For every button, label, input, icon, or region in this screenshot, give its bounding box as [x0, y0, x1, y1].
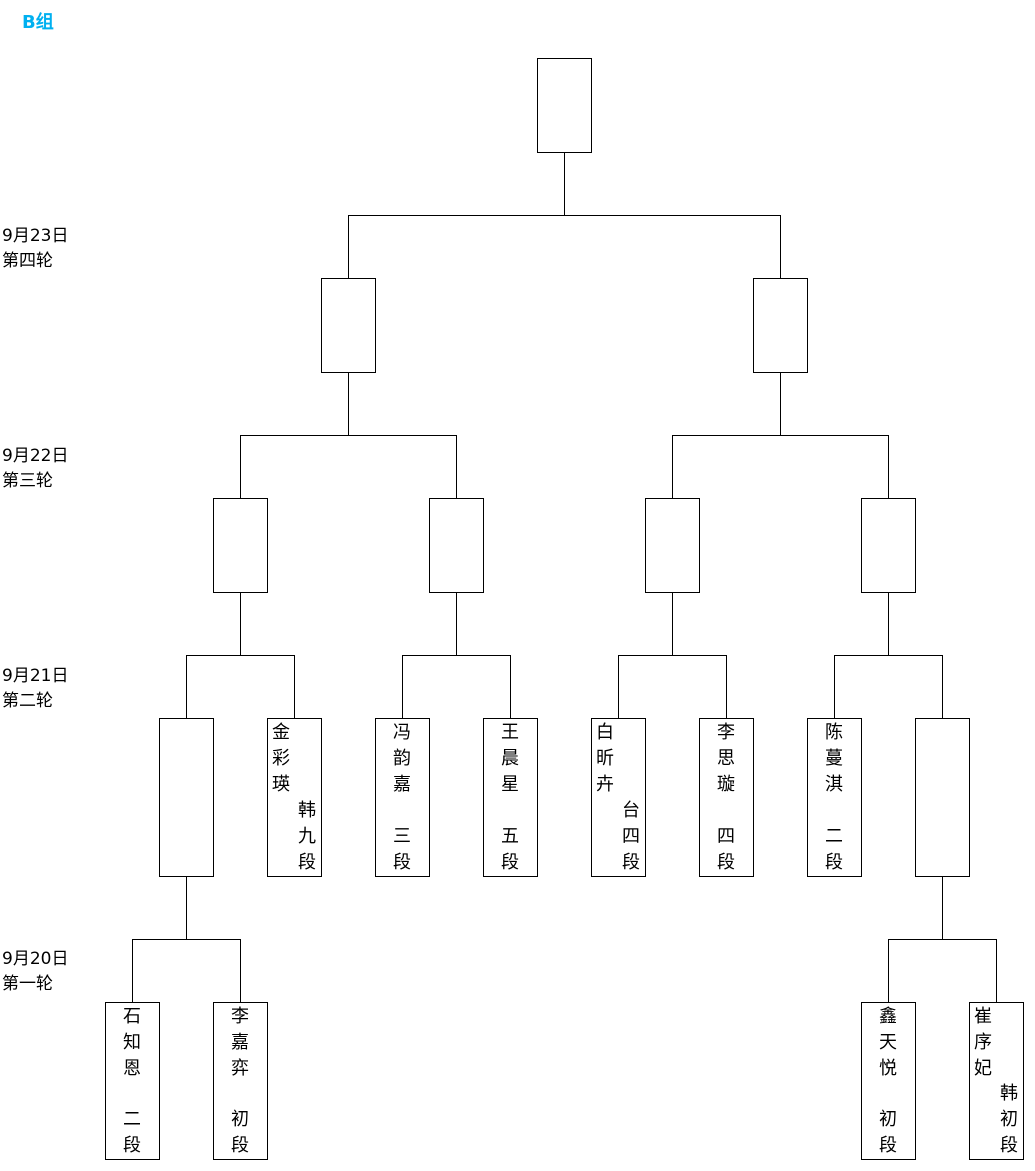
- connector: [240, 435, 241, 498]
- connector: [456, 435, 457, 498]
- connector: [834, 655, 835, 718]
- connector: [888, 939, 997, 940]
- player-slot: 李嘉弈初段: [213, 1002, 268, 1160]
- player-name: 白昕卉: [596, 722, 614, 795]
- round2-slot: [159, 718, 214, 877]
- player-slot: 冯韵嘉三段: [375, 718, 430, 877]
- connector: [402, 655, 403, 718]
- semifinal-slot: [321, 278, 376, 373]
- semifinal-slot: [753, 278, 808, 373]
- connector: [186, 655, 187, 718]
- player-name: 石知恩: [123, 1006, 141, 1079]
- player-slot: 崔序妃韩初段: [969, 1002, 1024, 1160]
- round3-slot: [429, 498, 484, 593]
- round-label-3: 9月22日第三轮: [2, 446, 69, 491]
- connector: [618, 655, 619, 718]
- player-name: 李思璇: [717, 722, 735, 795]
- group-title: B组: [22, 12, 54, 33]
- connector: [888, 435, 889, 498]
- connector: [780, 215, 781, 278]
- player-slot: 金彩瑛韩九段: [267, 718, 322, 877]
- player-slot: 陈蔓淇二段: [807, 718, 862, 877]
- connector: [672, 435, 889, 436]
- connector: [510, 655, 511, 718]
- connector: [240, 939, 241, 1002]
- player-name: 鑫天悦: [879, 1006, 897, 1079]
- player-rank: 三段: [393, 826, 411, 873]
- round-label-4: 9月23日第四轮: [2, 226, 69, 271]
- player-name: 王晨星: [501, 722, 519, 795]
- player-rank: 韩九段: [298, 800, 316, 873]
- connector: [186, 876, 187, 939]
- round3-slot: [645, 498, 700, 593]
- connector: [618, 655, 727, 656]
- player-slot: 鑫天悦初段: [861, 1002, 916, 1160]
- connector: [132, 939, 241, 940]
- player-rank: 四段: [717, 826, 735, 873]
- player-slot: 石知恩二段: [105, 1002, 160, 1160]
- connector: [348, 215, 781, 216]
- connector: [942, 876, 943, 939]
- connector: [186, 655, 295, 656]
- connector: [834, 655, 943, 656]
- connector: [240, 435, 457, 436]
- connector: [456, 592, 457, 655]
- player-rank: 台四段: [622, 800, 640, 873]
- player-name: 陈蔓淇: [825, 722, 843, 795]
- connector: [888, 939, 889, 1002]
- player-slot: 王晨星五段: [483, 718, 538, 877]
- round3-slot: [213, 498, 268, 593]
- player-name: 崔序妃: [974, 1006, 992, 1079]
- player-rank: 韩初段: [1000, 1083, 1018, 1156]
- player-name: 金彩瑛: [272, 722, 290, 795]
- player-rank: 初段: [231, 1109, 249, 1156]
- final-slot: [537, 58, 592, 153]
- player-slot: 李思璇四段: [699, 718, 754, 877]
- player-rank: 初段: [879, 1109, 897, 1156]
- connector: [672, 435, 673, 498]
- player-rank: 二段: [123, 1109, 141, 1156]
- player-rank: 二段: [825, 826, 843, 873]
- player-slot: 白昕卉台四段: [591, 718, 646, 877]
- connector: [240, 592, 241, 655]
- connector: [780, 372, 781, 435]
- connector: [726, 655, 727, 718]
- player-name: 李嘉弈: [231, 1006, 249, 1079]
- round-label-2: 9月21日第二轮: [2, 666, 69, 711]
- connector: [996, 939, 997, 1002]
- connector: [132, 939, 133, 1002]
- connector: [672, 592, 673, 655]
- connector: [564, 152, 565, 215]
- player-rank: 五段: [501, 826, 519, 873]
- connector: [888, 592, 889, 655]
- round3-slot: [861, 498, 916, 593]
- connector: [402, 655, 511, 656]
- connector: [348, 372, 349, 435]
- connector: [348, 215, 349, 278]
- connector: [294, 655, 295, 718]
- connector: [942, 655, 943, 718]
- player-name: 冯韵嘉: [393, 722, 411, 795]
- round2-slot: [915, 718, 970, 877]
- round-label-1: 9月20日第一轮: [2, 949, 69, 994]
